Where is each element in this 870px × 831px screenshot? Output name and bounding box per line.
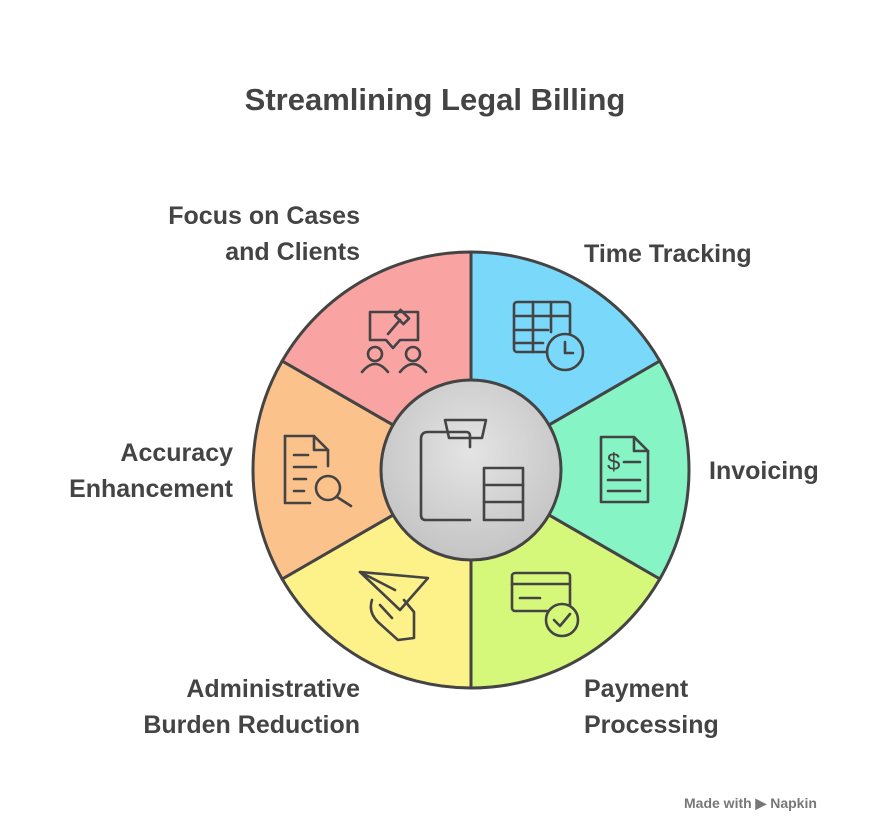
label-line: Focus on Cases (168, 202, 360, 230)
document-search-icon (283, 434, 353, 508)
invoice-dollar-icon: $ (599, 435, 650, 504)
clipboard-table-icon (419, 418, 525, 522)
label-line: Payment (584, 675, 689, 703)
diagram-title: Streamlining Legal Billing (244, 82, 626, 117)
label-payment-processing: Payment Processing (584, 671, 719, 743)
table-clock-icon (512, 300, 585, 372)
label-line: Accuracy (120, 439, 233, 467)
label-administrative-burden: Administrative Burden Reduction (143, 671, 360, 743)
label-time-tracking: Time Tracking (584, 236, 752, 272)
card-check-icon (510, 571, 580, 638)
svg-text:$: $ (607, 449, 620, 476)
center-hub (379, 378, 563, 562)
napkin-watermark: Made with ▶ Napkin (684, 795, 817, 811)
label-line: Processing (584, 711, 719, 739)
label-invoicing: Invoicing (709, 453, 819, 489)
segment-accuracy (251, 358, 475, 582)
label-line: Administrative (186, 675, 360, 703)
label-line: Invoicing (709, 457, 819, 485)
label-accuracy: Accuracy Enhancement (69, 435, 233, 507)
label-line: and Clients (225, 238, 360, 266)
label-line: Time Tracking (584, 240, 752, 268)
paper-plane-hand-icon (358, 570, 430, 642)
segment-invoicing (467, 358, 691, 582)
gavel-people-icon (360, 308, 428, 374)
label-line: Enhancement (69, 475, 233, 503)
label-focus-cases: Focus on Cases and Clients (168, 198, 360, 270)
label-line: Burden Reduction (143, 711, 360, 739)
